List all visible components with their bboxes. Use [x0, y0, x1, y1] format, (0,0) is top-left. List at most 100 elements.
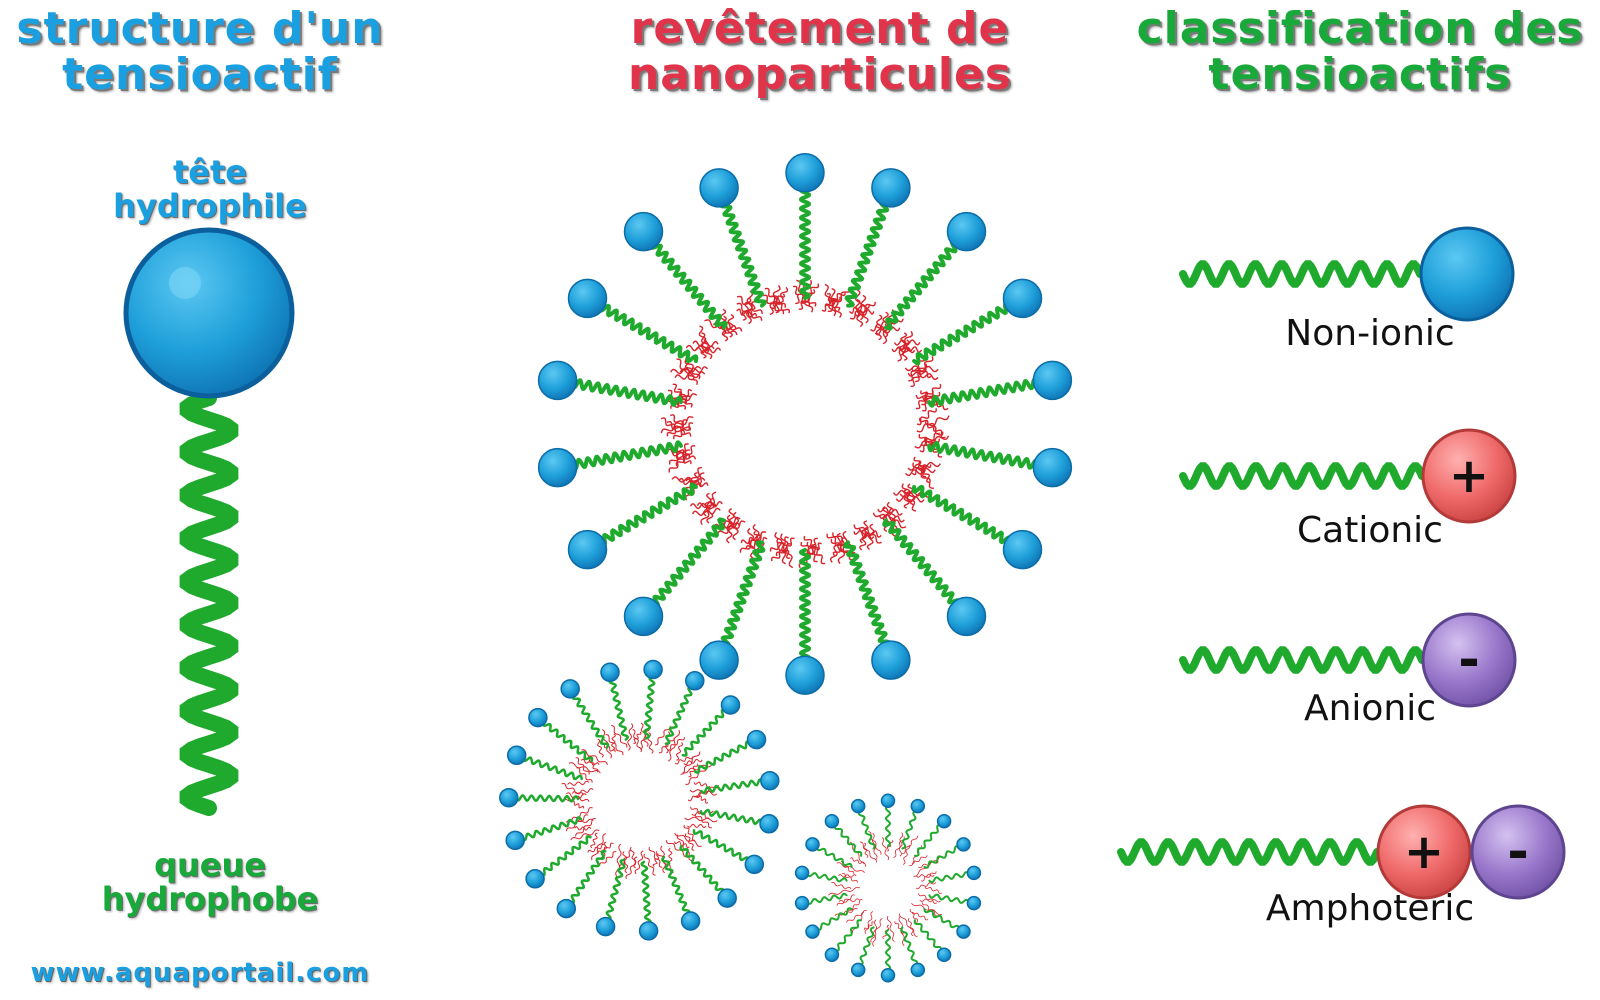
amphoteric-label: Amphoteric — [1265, 888, 1475, 929]
hydrophobic-corona-strand — [667, 729, 681, 762]
hydrophobic-corona-strand — [571, 788, 594, 795]
surfactant-tail — [911, 484, 1012, 545]
title-coating-line2: nanoparticules — [627, 49, 1013, 100]
surfactant-head — [600, 662, 620, 683]
hydrophobic-corona-strand — [660, 416, 694, 434]
hydrophobic-corona-strand — [611, 733, 616, 751]
surfactant-head — [506, 745, 527, 766]
surfactant-head — [956, 837, 971, 852]
hydrophobic-corona-strand — [736, 295, 763, 315]
amphoteric-tail — [1117, 838, 1381, 866]
surfactant-tail — [520, 816, 583, 842]
surfactant-head — [794, 865, 810, 881]
title-structure: structure d'un tensioactif — [0, 6, 400, 98]
surfactant-tail — [679, 845, 725, 894]
surfactant-head — [910, 798, 926, 814]
minus-charge: - — [1507, 822, 1529, 882]
hydrophobic-corona-strand — [694, 814, 712, 829]
hydrophobic-corona-strand — [670, 414, 691, 431]
hydrophobic-corona-strand — [597, 738, 604, 758]
plus-charge: + — [1449, 448, 1489, 504]
surfactant-tail — [571, 693, 610, 749]
hydrophobic-corona-strand — [916, 415, 950, 433]
nanoparticle-large — [537, 153, 1073, 695]
hydrophobic-corona-strand — [854, 309, 875, 317]
hydrophobic-corona-strand — [827, 293, 841, 312]
surfactant-tail — [664, 686, 694, 745]
hydrophobic-corona-strand — [574, 826, 592, 831]
hydrophobic-corona-strand — [643, 853, 656, 876]
hydrophobic-corona-strand — [576, 767, 593, 783]
hydrophobic-corona-strand — [591, 833, 607, 861]
hydrophobic-corona-strand — [571, 807, 593, 821]
surfactant-head — [850, 962, 866, 978]
hydrophobic-corona-strand — [695, 346, 722, 354]
hydrophobic-corona-strand — [590, 832, 598, 849]
hydrophobic-corona-strand — [680, 751, 701, 775]
hydrophobic-corona-strand — [599, 851, 617, 866]
hydrophobic-corona-strand — [886, 839, 894, 852]
surfactant-structure — [123, 227, 295, 816]
hydrophobic-corona-strand — [850, 857, 865, 865]
surfactant-head — [499, 787, 519, 808]
hydrophobic-corona-strand — [864, 911, 874, 934]
hydrophobic-tail — [179, 390, 239, 816]
hydrophobic-corona-strand — [872, 919, 877, 947]
surfactant-tail — [901, 809, 917, 850]
website-link[interactable]: www.aquaportail.com — [30, 958, 370, 988]
surfactant-tail — [514, 794, 580, 803]
title-coating-line1: revêtement de — [630, 3, 1010, 54]
surfactant-tail — [651, 517, 726, 608]
amphoteric-surfactant: + - — [1117, 804, 1566, 900]
hydrophobic-corona-strand — [803, 535, 821, 556]
surfactant-tail — [799, 186, 811, 300]
hydrophobic-corona-strand — [775, 286, 789, 314]
hydrophobic-corona-strand — [909, 909, 919, 926]
surfactant-head — [1032, 360, 1073, 401]
hydrophobic-corona-strand — [597, 842, 614, 854]
hydrophobic-corona-strand — [860, 294, 869, 324]
surfactant-head — [638, 921, 659, 941]
hydrophobic-corona-strand — [685, 767, 708, 785]
hydrophobic-corona-strand — [676, 742, 684, 761]
hydrophobic-corona-strand — [666, 419, 688, 437]
hydrophobic-corona-strand — [726, 514, 733, 544]
hydrophobic-corona-strand — [897, 330, 913, 362]
cationic-tail — [1179, 462, 1426, 490]
hydrophobic-corona-strand — [683, 758, 703, 766]
tail-label-line1: queue — [154, 846, 266, 884]
hydrophobic-corona-strand — [665, 840, 688, 858]
cationic-head — [1421, 428, 1517, 524]
hydrophobic-corona-strand — [911, 902, 942, 915]
surfactant-head — [785, 655, 825, 695]
surfactant-head — [824, 947, 840, 963]
hydrophobic-corona-strand — [703, 492, 712, 517]
hydrophobic-corona-strand — [667, 737, 685, 751]
hydrophobic-corona-strand — [774, 531, 787, 565]
title-classification: classification des tensioactifs — [1120, 6, 1600, 98]
surfactant-head — [966, 865, 982, 881]
hydrophobic-corona-strand — [736, 308, 758, 318]
amphoteric-anion-head — [1470, 804, 1566, 900]
nanoparticle-small — [794, 793, 982, 983]
surfactant-tail — [928, 871, 970, 884]
surfactant-tail — [913, 919, 943, 952]
surfactant-head — [794, 895, 810, 911]
hydrophilic-head — [123, 227, 295, 399]
tail-label-line2: hydrophobe — [101, 880, 319, 918]
head-label-line2: hydrophile — [113, 187, 307, 225]
nonionic-surfactant — [1179, 226, 1515, 322]
hydrophobic-corona-strand — [916, 408, 937, 426]
hydrophobic-corona-strand — [740, 534, 762, 545]
hydrophobic-corona-strand — [915, 389, 934, 410]
hydrophobic-corona-strand — [622, 851, 629, 874]
surfactant-head — [699, 168, 739, 208]
surfactant-tail — [914, 824, 942, 857]
surfactant-tail — [833, 824, 863, 857]
hydrophobic-corona-strand — [587, 843, 606, 853]
surfactant-tail — [923, 908, 960, 930]
surfactant-tail — [598, 303, 699, 364]
title-structure-line2: tensioactif — [62, 49, 338, 100]
title-structure-line1: structure d'un — [16, 3, 384, 54]
surfactant-tail — [900, 926, 919, 967]
